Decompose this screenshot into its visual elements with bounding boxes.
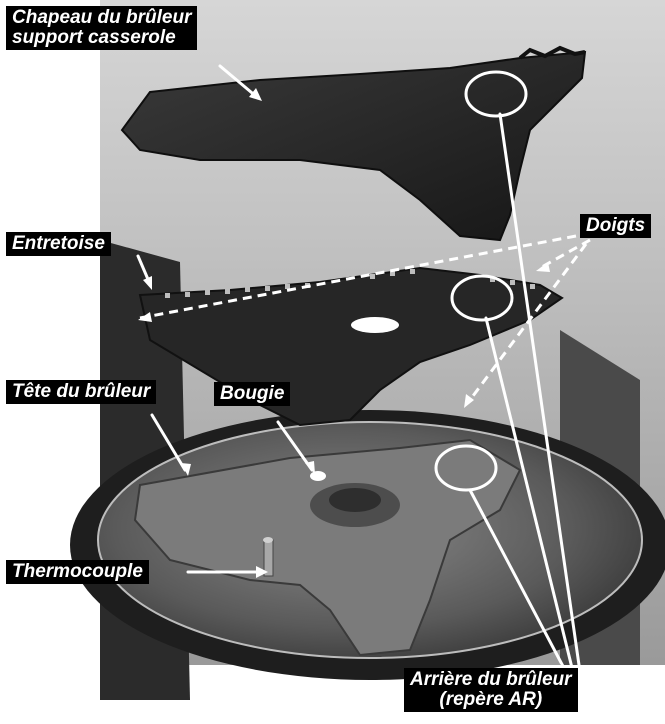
label-thermocouple: Thermocouple [6,560,149,584]
label-burner-head: Tête du brûleur [6,380,156,404]
thermocouple-post [264,540,273,576]
igniter-plug [310,471,326,481]
spacer-hole [351,317,399,333]
label-fingers-text: Doigts [586,215,645,236]
label-spacer-text: Entretoise [12,233,105,254]
label-spacer: Entretoise [6,232,111,256]
label-burner-cap: Chapeau du brûleur support casserole [6,6,197,50]
label-igniter-text: Bougie [220,383,284,404]
label-burner-rear-line1: Arrière du brûleur [410,670,572,690]
label-fingers: Doigts [580,214,651,238]
label-thermocouple-text: Thermocouple [12,561,143,582]
label-burner-cap-line1: Chapeau du brûleur [12,8,191,28]
label-burner-cap-line2: support casserole [12,28,191,48]
label-igniter: Bougie [214,382,290,406]
label-burner-rear-line2: (repère AR) [410,690,572,710]
label-burner-rear: Arrière du brûleur (repère AR) [404,668,578,712]
label-burner-head-text: Tête du brûleur [12,381,150,402]
